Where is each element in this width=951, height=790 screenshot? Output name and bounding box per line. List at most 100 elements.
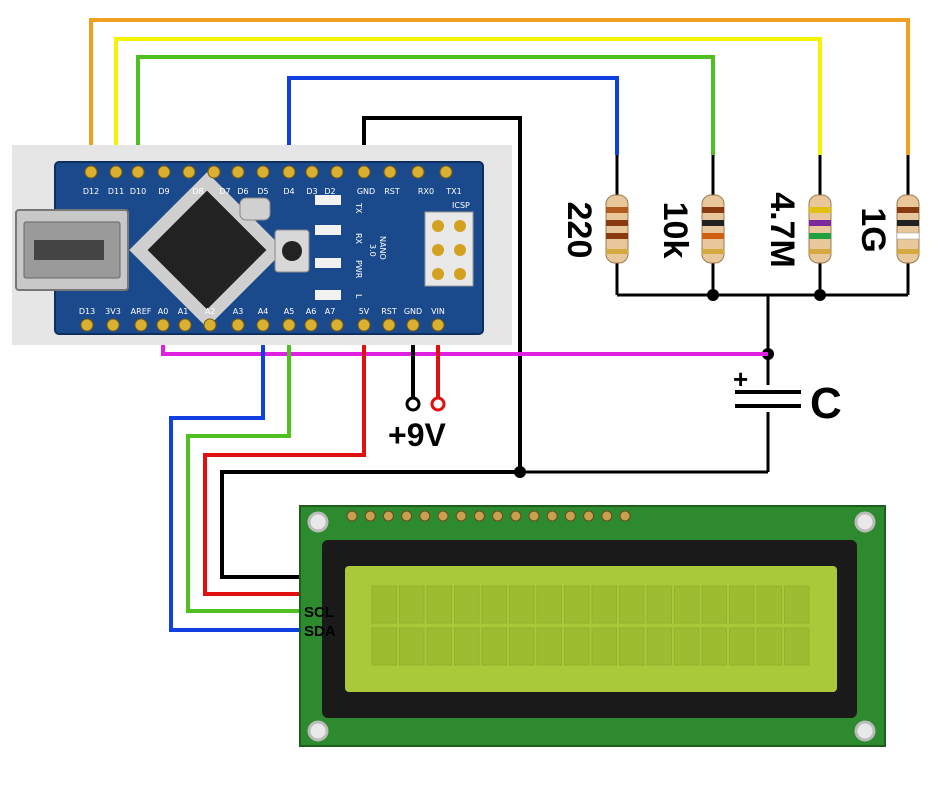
lcd-cell (509, 585, 535, 624)
resistor-1G (896, 155, 920, 295)
resistor-label-220: 220 (560, 202, 598, 259)
wire-yellow (114, 37, 822, 168)
header-pin (134, 318, 148, 332)
lcd-header-pin (419, 510, 431, 522)
lcd-header-pin (455, 510, 467, 522)
lcd-header-pin (601, 510, 613, 522)
lcd-module (299, 505, 886, 747)
capacitor-polarity: + (733, 364, 748, 394)
lcd-cell (729, 627, 755, 666)
pin-label-bottom: GND (404, 307, 422, 316)
wire-red-5v (203, 325, 366, 596)
pin-label-bottom: A4 (258, 307, 269, 316)
header-pin (80, 318, 94, 332)
lcd-header-pin (583, 510, 595, 522)
pin-label-bottom: 5V (359, 307, 370, 316)
arduino-nano-board: TX RX PWR L NANO 3.0 ICSP D12 D11 D10 D9… (12, 145, 512, 345)
lcd-cell (426, 585, 452, 624)
lcd-cell (454, 585, 480, 624)
lcd-cell (756, 585, 782, 624)
header-pin (282, 165, 296, 179)
junction-dot (707, 289, 719, 301)
resistor-label-4.7M: 4.7M (763, 192, 801, 268)
resistor-label-10k: 10k (656, 202, 694, 259)
pin-label-top: D8 (192, 187, 203, 196)
lcd-character-grid (371, 585, 810, 666)
lcd-header-pins (346, 510, 631, 522)
top-pin-labels: D12 D11 D10 D9 D8 D7 D6 D5 D4 D3 D2 GND … (83, 187, 462, 196)
pin-label-top: D11 (108, 187, 124, 196)
lcd-header-pin (510, 510, 522, 522)
header-pin (256, 165, 270, 179)
mount-hole (307, 511, 329, 533)
pin-label-bottom: A2 (205, 307, 216, 316)
lcd-cell (399, 585, 425, 624)
pin-label-top: D4 (283, 187, 294, 196)
header-pin (330, 318, 344, 332)
resistor-label-1G: 1G (854, 207, 892, 252)
pin-label-bottom: VIN (431, 307, 445, 316)
lcd-cell (399, 627, 425, 666)
power-terminal-positive (430, 396, 446, 412)
pin-label-top: RX0 (418, 187, 434, 196)
pin-label-bottom: A3 (233, 307, 244, 316)
pin-label-bottom: RST (381, 307, 397, 316)
led-label-rx: RX (354, 233, 363, 245)
header-pin (84, 165, 98, 179)
pin-label-top: GND (357, 187, 375, 196)
wire-blue-top (287, 76, 619, 168)
header-pin (231, 165, 245, 179)
header-pin (207, 165, 221, 179)
lcd-cell (674, 585, 700, 624)
lcd-cell (591, 585, 617, 624)
wire-blue-sda (169, 325, 300, 632)
lcd-cell (674, 627, 700, 666)
header-pin (411, 165, 425, 179)
header-pin (304, 318, 318, 332)
lcd-header-pin (528, 510, 540, 522)
header-pin (282, 318, 296, 332)
silk-icsp: ICSP (452, 201, 470, 210)
lcd-cell (701, 585, 727, 624)
capacitor (735, 390, 801, 408)
lcd-cell (509, 627, 535, 666)
lcd-cell (729, 585, 755, 624)
header-pin (382, 318, 396, 332)
pin-label-bottom: A5 (284, 307, 295, 316)
bottom-header-pins (80, 318, 445, 332)
usb-connector (15, 209, 129, 291)
lcd-cell (454, 627, 480, 666)
lcd-header-pin (546, 510, 558, 522)
wire-black-lcd (220, 470, 520, 579)
resistor-4.7M (808, 155, 832, 295)
pin-label-bottom: D13 (79, 307, 95, 316)
header-pin (330, 165, 344, 179)
pin-label-bottom: 3V3 (105, 307, 121, 316)
pin-label-top: D2 (324, 187, 335, 196)
wire-green-top (136, 55, 715, 168)
junction-dot (814, 289, 826, 301)
power-label: +9V (388, 417, 446, 453)
header-pin (431, 318, 445, 332)
pin-label-top: D9 (158, 187, 169, 196)
header-pin (305, 165, 319, 179)
header-pin (256, 318, 270, 332)
lcd-cell (564, 585, 590, 624)
header-pin (357, 165, 371, 179)
mount-hole (854, 720, 876, 742)
header-pin (157, 165, 171, 179)
lcd-cell (536, 627, 562, 666)
lcd-header-pin (382, 510, 394, 522)
pin-label-top: D3 (306, 187, 317, 196)
bottom-pin-labels: D13 3V3 AREF A0 A1 A2 A3 A4 A5 A6 A7 5V … (79, 307, 445, 316)
resistor-bus (520, 293, 908, 474)
pin-label-top: D7 (219, 187, 230, 196)
mount-hole (307, 720, 329, 742)
pin-label-bottom: A0 (158, 307, 169, 316)
lcd-header-pin (437, 510, 449, 522)
header-pin (106, 318, 120, 332)
lcd-cell (371, 585, 397, 624)
icsp-header (424, 211, 474, 287)
pin-label-bottom: A7 (325, 307, 336, 316)
